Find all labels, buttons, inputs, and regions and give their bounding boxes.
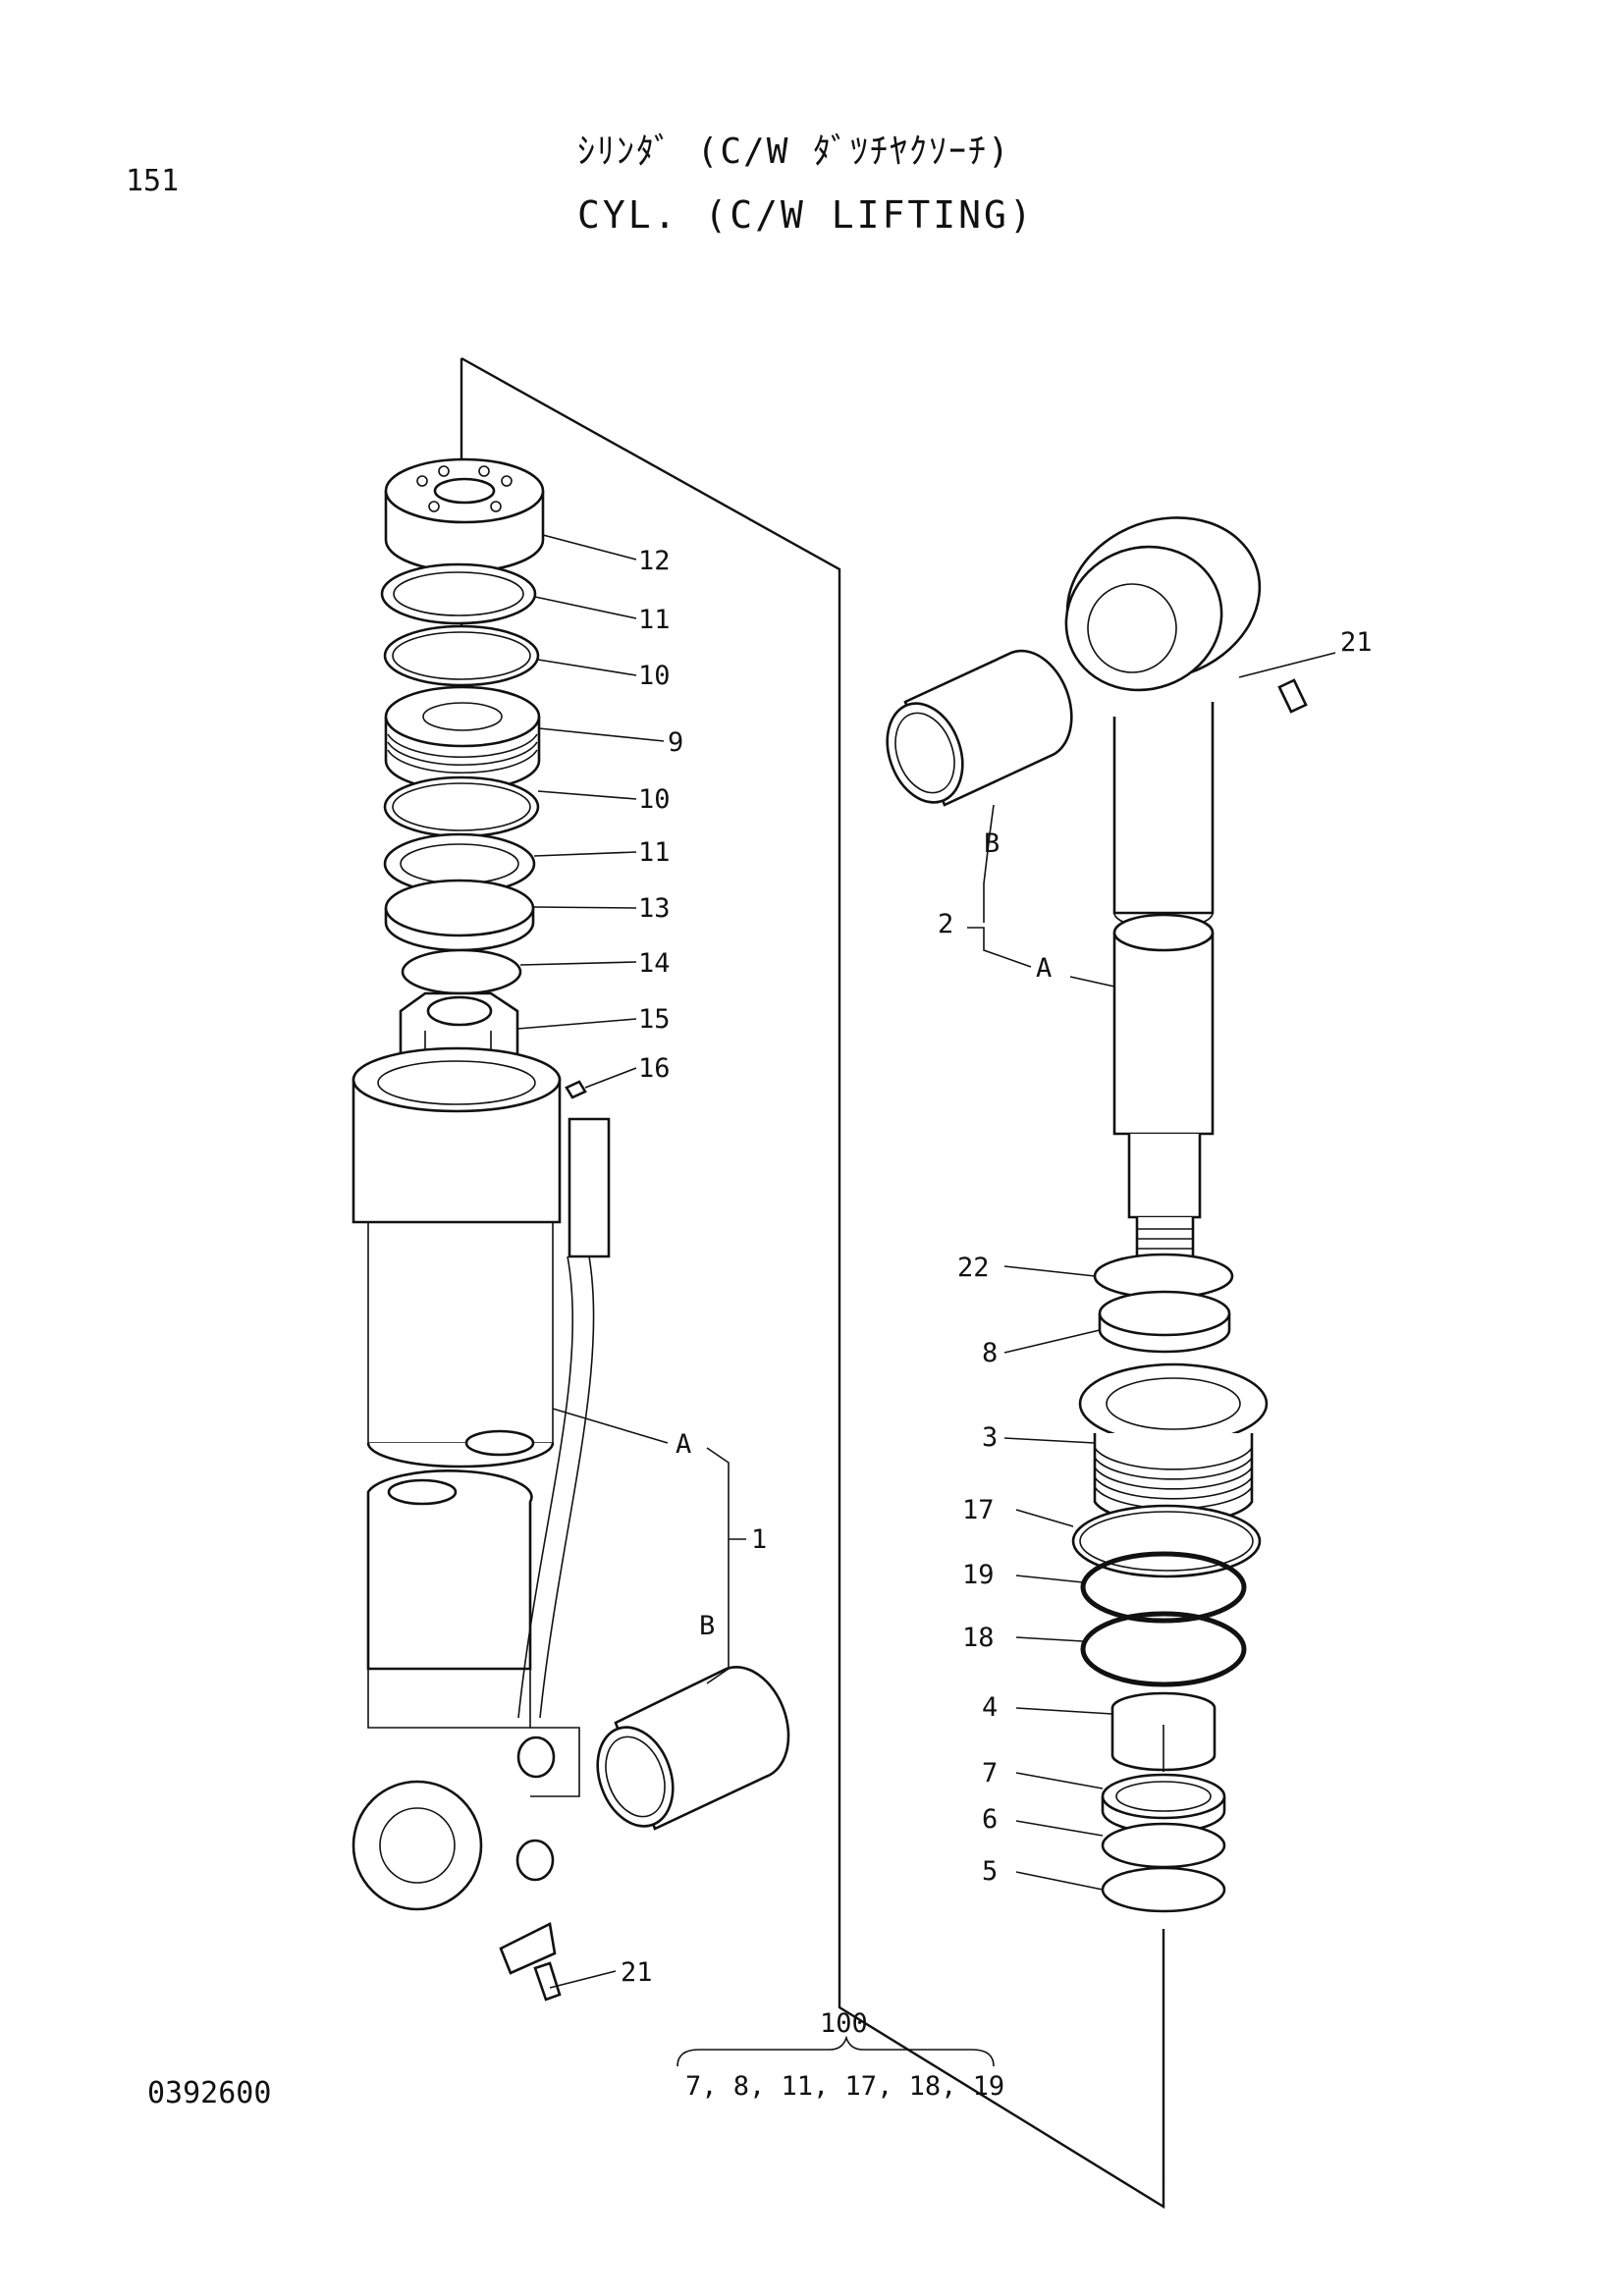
callout-10-lower: 10 xyxy=(638,784,671,815)
part-b-bushing-left xyxy=(596,1666,790,1831)
callout-10: 10 xyxy=(638,661,671,691)
callout-13: 13 xyxy=(638,893,671,924)
callout-12: 12 xyxy=(638,546,671,576)
callout-21-top: 21 xyxy=(1340,627,1373,658)
callout-4: 4 xyxy=(982,1692,998,1723)
part-12-gland-cap xyxy=(384,457,545,573)
drawing-code: 0392600 xyxy=(147,2076,272,2110)
page-number: 151 xyxy=(126,164,180,198)
callout-22: 22 xyxy=(957,1253,990,1283)
callout-15: 15 xyxy=(638,1004,671,1035)
part-5-snap-ring xyxy=(1101,1866,1226,1913)
part-3-gland xyxy=(1078,1362,1269,1525)
part-4-bushing xyxy=(1110,1691,1217,1772)
callout-5: 5 xyxy=(982,1856,998,1887)
callout-8: 8 xyxy=(982,1338,998,1368)
leader-lines xyxy=(516,534,1336,1989)
part-7-wiper xyxy=(1101,1773,1226,1835)
part-10-ring-bottom xyxy=(383,775,540,838)
callout-11-lower: 11 xyxy=(638,837,671,868)
callout-17: 17 xyxy=(962,1495,995,1525)
part-11-seal-top xyxy=(380,562,537,625)
callout-a-rod: A xyxy=(1036,953,1052,984)
part-21-grease-fitting-top xyxy=(1277,678,1308,714)
callout-2: 2 xyxy=(938,909,953,939)
callout-21-bottom: 21 xyxy=(621,1957,653,1988)
callout-1: 1 xyxy=(751,1524,767,1555)
part-21-grease-fitting-bottom xyxy=(533,1961,562,2002)
kit-number: 100 xyxy=(820,2008,868,2039)
callout-19: 19 xyxy=(962,1560,995,1590)
part-14-snap-ring xyxy=(401,948,522,995)
part-10-ring-top xyxy=(383,624,540,687)
callout-7: 7 xyxy=(982,1758,998,1789)
callout-14: 14 xyxy=(638,948,671,979)
part-b-bushing-right xyxy=(886,649,1073,807)
callout-11: 11 xyxy=(638,605,671,635)
part-2-piston-rod xyxy=(1064,516,1262,1268)
part-19-seal xyxy=(1080,1551,1247,1624)
part-16-set-screw xyxy=(565,1080,587,1099)
part-1-cylinder-tube xyxy=(352,1046,611,1975)
callout-18: 18 xyxy=(962,1623,995,1653)
part-13-backup-ring xyxy=(384,879,535,952)
assembly-center-line xyxy=(460,356,1165,2210)
part-9-piston xyxy=(384,685,541,792)
callout-16: 16 xyxy=(638,1053,671,1084)
callout-b-rod: B xyxy=(984,828,1000,859)
part-18-o-ring xyxy=(1080,1611,1247,1687)
callout-a-tube: A xyxy=(676,1429,691,1460)
callout-6: 6 xyxy=(982,1804,998,1835)
callout-3: 3 xyxy=(982,1422,998,1453)
part-6-ring xyxy=(1101,1822,1226,1869)
title-japanese: ｼﾘﾝﾀﾞ (C/W ﾀﾞﾂﾁﾔｸｿｰﾁ) xyxy=(577,132,1011,172)
title-english: CYL. (C/W LIFTING) xyxy=(577,193,1035,237)
callout-b-tube: B xyxy=(699,1611,715,1641)
kit-100: 100 7, 8, 11, 17, 18, 19 xyxy=(676,2008,1004,2102)
callout-9: 9 xyxy=(668,727,683,758)
kit-contents: 7, 8, 11, 17, 18, 19 xyxy=(685,2071,1004,2102)
part-8-ring xyxy=(1098,1290,1231,1354)
callout-labels: 12 11 10 9 10 11 13 14 15 16 A 1 B 21 21… xyxy=(621,546,1373,1988)
